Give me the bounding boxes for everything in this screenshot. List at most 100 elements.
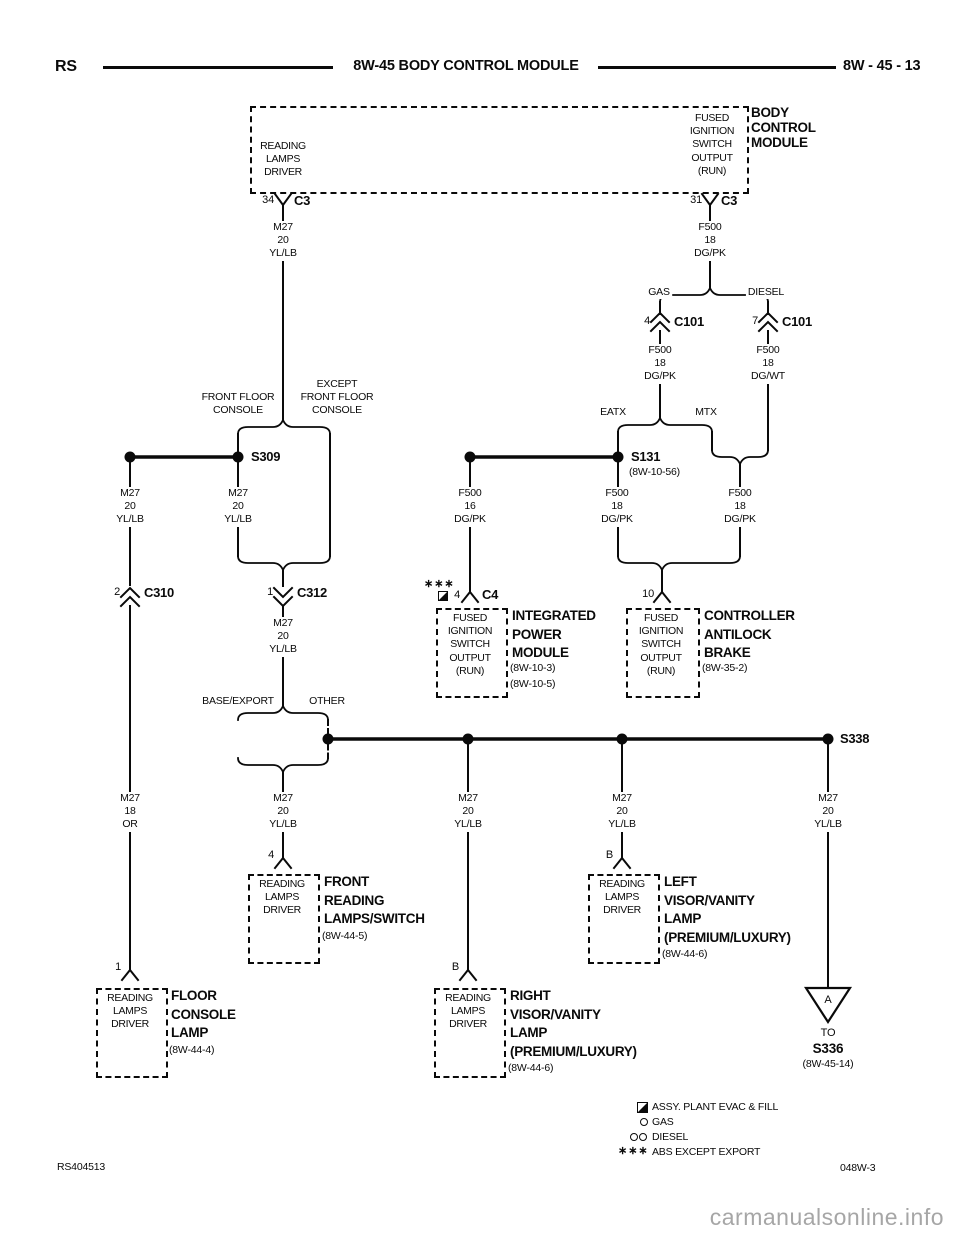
left-visor-box bbox=[588, 874, 660, 964]
abs-except-export-marks: ∗∗∗ bbox=[424, 578, 455, 590]
wire-label: F500 18 DG/PK bbox=[692, 221, 728, 261]
bcm-pin-right-label: FUSED IGNITION SWITCH OUTPUT (RUN) bbox=[689, 112, 735, 177]
connector-c3-right-label: C3 bbox=[721, 193, 738, 208]
front-reading-box bbox=[248, 874, 320, 964]
front-reading-pin: 4 bbox=[268, 849, 274, 861]
wire-lines bbox=[129, 204, 829, 987]
page-title: 8W-45 BODY CONTROL MODULE bbox=[353, 58, 579, 74]
front-reading-title: FRONT READING LAMPS/SWITCH bbox=[324, 874, 425, 926]
bcm-pin-right-number: 31 bbox=[690, 194, 702, 206]
abs-refs: (8W-35-2) bbox=[702, 662, 748, 674]
bcm-pin-left-number: 34 bbox=[262, 194, 274, 206]
wire-label: M27 20 YL/LB bbox=[267, 792, 299, 832]
abs-title: CONTROLLER ANTILOCK BRAKE bbox=[704, 608, 795, 660]
front-reading-pin-label: READING LAMPS DRIVER bbox=[259, 878, 305, 917]
wire-label: M27 20 YL/LB bbox=[606, 792, 638, 832]
connector-c4-label: C4 bbox=[482, 587, 499, 602]
header-rule-right bbox=[598, 66, 836, 69]
legend-evac-label: ASSY. PLANT EVAC & FILL bbox=[652, 1101, 779, 1113]
legend-diesel-icon bbox=[639, 1133, 647, 1141]
wire-label: F500 18 DG/PK bbox=[599, 487, 635, 527]
ipm-refs: (8W-10-3) (8W-10-5) bbox=[510, 662, 556, 690]
connector-c312-pin: 1 bbox=[267, 586, 273, 598]
abs-pin-number: 10 bbox=[642, 588, 654, 600]
wire-label: F500 18 DG/PK bbox=[722, 487, 758, 527]
wire-label: M27 18 OR bbox=[118, 792, 142, 832]
branch-label-diesel: DIESEL bbox=[745, 286, 787, 300]
right-visor-title: RIGHT VISOR/VANITY LAMP (PREMIUM/LUXURY) bbox=[510, 988, 637, 1059]
abs-pin-label: FUSED IGNITION SWITCH OUTPUT (RUN) bbox=[638, 612, 684, 677]
left-visor-pin: B bbox=[605, 849, 613, 861]
watermark: carmanualsonline.info bbox=[709, 1204, 944, 1230]
left-visor-refs: (8W-44-6) bbox=[662, 948, 708, 960]
branch-label-eatx: EATX bbox=[598, 406, 628, 420]
connector-c4-pin: 4 bbox=[454, 589, 460, 601]
wire-label: F500 16 DG/PK bbox=[452, 487, 488, 527]
page-model-code: RS bbox=[55, 58, 77, 75]
splice-bus-lines bbox=[128, 455, 830, 741]
header-rule-left bbox=[103, 66, 333, 69]
floor-console-pin-label: READING LAMPS DRIVER bbox=[107, 992, 153, 1031]
right-visor-box bbox=[434, 988, 506, 1078]
branch-label-base-export: BASE/EXPORT bbox=[200, 695, 276, 709]
right-visor-pin-label: READING LAMPS DRIVER bbox=[445, 992, 491, 1031]
offpage-splice-s336: S336 bbox=[812, 1041, 844, 1056]
wire-label: M27 20 YL/LB bbox=[267, 617, 299, 657]
offpage-to: TO bbox=[820, 1027, 836, 1039]
branch-label-mtx: MTX bbox=[693, 406, 719, 420]
left-visor-title: LEFT VISOR/VANITY LAMP (PREMIUM/LUXURY) bbox=[664, 874, 791, 945]
ipm-title: INTEGRATED POWER MODULE bbox=[512, 608, 596, 660]
offpage-letter: A bbox=[824, 994, 832, 1006]
legend-abs-icon: ∗∗∗ bbox=[618, 1145, 649, 1157]
offpage-arrow-icon bbox=[803, 986, 853, 1025]
branch-label-except-front-floor-console: EXCEPT FRONT FLOOR CONSOLE bbox=[298, 378, 376, 418]
wire-label: M27 20 YL/LB bbox=[114, 487, 146, 527]
wire-label: F500 18 DG/WT bbox=[749, 344, 787, 384]
branch-braces bbox=[237, 285, 769, 775]
legend-gas-label: GAS bbox=[652, 1116, 674, 1128]
connector-c310-label: C310 bbox=[144, 585, 174, 600]
wire-label: F500 18 DG/PK bbox=[642, 344, 678, 384]
splice-s131-ref: (8W-10-56) bbox=[629, 466, 680, 478]
splice-s309-label: S309 bbox=[251, 449, 281, 464]
wire-label: M27 20 YL/LB bbox=[452, 792, 484, 832]
connector-c312-label: C312 bbox=[297, 585, 327, 600]
box-fork-icons bbox=[120, 590, 672, 982]
right-visor-pin: B bbox=[451, 961, 459, 973]
legend-abs-label: ABS EXCEPT EXPORT bbox=[652, 1146, 761, 1158]
connector-chevron-icons bbox=[119, 311, 779, 608]
page-number: 8W - 45 - 13 bbox=[843, 58, 921, 74]
right-visor-refs: (8W-44-6) bbox=[508, 1062, 554, 1074]
bcm-box bbox=[250, 106, 749, 194]
left-visor-pin-label: READING LAMPS DRIVER bbox=[599, 878, 645, 917]
ipm-pin-label: FUSED IGNITION SWITCH OUTPUT (RUN) bbox=[447, 612, 493, 677]
floor-console-pin: 1 bbox=[115, 961, 121, 973]
floor-console-refs: (8W-44-4) bbox=[169, 1044, 215, 1056]
legend-diesel-icon bbox=[630, 1133, 638, 1141]
bcm-title: BODY CONTROL MODULE bbox=[751, 105, 816, 150]
bcm-pin-left-label: READING LAMPS DRIVER bbox=[260, 140, 306, 179]
splice-s131-label: S131 bbox=[631, 449, 661, 464]
wire-label: M27 20 YL/LB bbox=[812, 792, 844, 832]
connector-c310-pin: 2 bbox=[114, 586, 120, 598]
offpage-ref: (8W-45-14) bbox=[802, 1058, 854, 1070]
evac-fill-icon bbox=[438, 591, 448, 601]
wire-label: M27 20 YL/LB bbox=[222, 487, 254, 527]
legend-gas-icon bbox=[640, 1118, 648, 1126]
branch-label-front-floor-console: FRONT FLOOR CONSOLE bbox=[199, 391, 277, 418]
document-number: RS404513 bbox=[57, 1161, 106, 1173]
legend-diesel-label: DIESEL bbox=[652, 1131, 689, 1143]
connector-c101-gas-pin: 4 bbox=[644, 315, 650, 327]
connector-c101-diesel-label: C101 bbox=[782, 314, 812, 329]
floor-console-box bbox=[96, 988, 168, 1078]
splice-dots bbox=[124, 451, 834, 745]
front-reading-refs: (8W-44-5) bbox=[322, 930, 368, 942]
legend-evac-icon bbox=[637, 1102, 648, 1113]
abs-box bbox=[626, 608, 700, 698]
pin-fork-icon bbox=[273, 192, 720, 207]
connector-c101-gas-label: C101 bbox=[674, 314, 704, 329]
branch-label-gas: GAS bbox=[646, 286, 672, 300]
connector-c3-left-label: C3 bbox=[294, 193, 311, 208]
ipm-box bbox=[436, 608, 508, 698]
